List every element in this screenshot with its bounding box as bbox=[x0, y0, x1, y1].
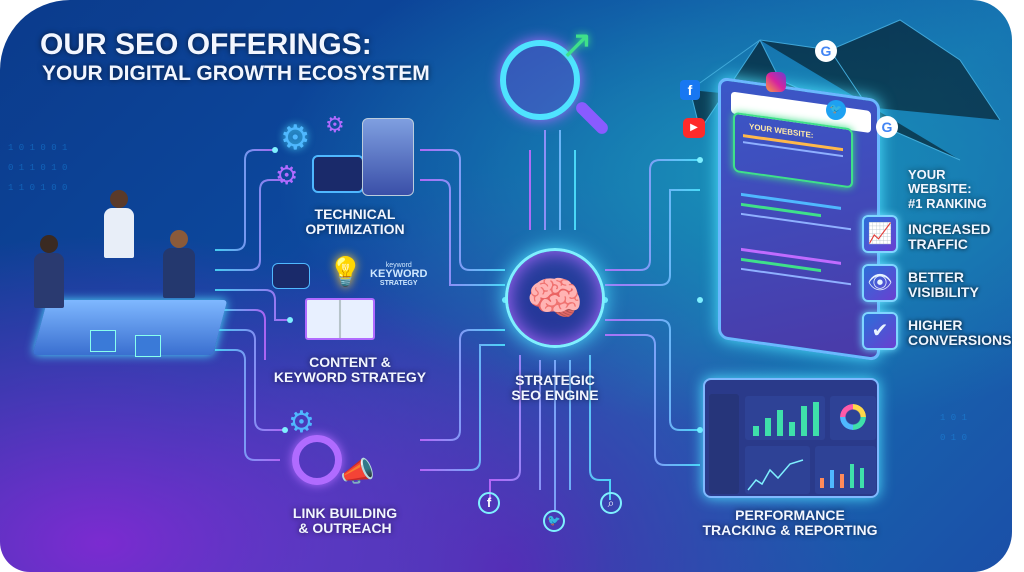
brain-icon: 🧠 bbox=[526, 272, 584, 324]
service-label-link-building: LINK BUILDING& OUTREACH bbox=[292, 505, 398, 537]
brain-engine-circle: 🧠 bbox=[505, 248, 605, 348]
text-window-icon bbox=[272, 263, 310, 289]
keyword-strategy-badge: keyword KEYWORD STRATEGY bbox=[370, 262, 428, 287]
website-ranking-heading: YOUR WEBSITE:#1 RANKING bbox=[908, 167, 987, 211]
svg-text:0 1 1 0 1 0: 0 1 1 0 1 0 bbox=[8, 163, 67, 173]
line-chart-widget bbox=[745, 446, 810, 494]
svg-text:0 1 0: 0 1 0 bbox=[940, 433, 967, 443]
twitter-icon: 🐦 bbox=[826, 100, 846, 120]
growth-arrow-icon: ↗ bbox=[560, 23, 594, 67]
google-icon: G bbox=[876, 116, 898, 138]
google-icon: G bbox=[815, 40, 837, 62]
server-icon bbox=[362, 118, 414, 196]
gear-icon: ⚙ bbox=[275, 160, 299, 190]
svg-text:1 1 0 1 0 0: 1 1 0 1 0 0 bbox=[8, 183, 67, 193]
gear-icon: ⚙ bbox=[325, 112, 345, 137]
gear-icon: ⚙ bbox=[280, 119, 311, 157]
facebook-icon: f bbox=[478, 492, 500, 514]
instagram-icon bbox=[766, 72, 786, 92]
engine-connector-lines bbox=[420, 130, 700, 510]
left-connector-lines bbox=[215, 149, 290, 461]
youtube-icon: ▶ bbox=[683, 118, 705, 138]
svg-text:1 0 1 0 0 1: 1 0 1 0 0 1 bbox=[8, 143, 67, 153]
analytics-dashboard bbox=[703, 378, 879, 498]
eye-icon: 👁 bbox=[862, 264, 898, 302]
service-label-content: CONTENT &KEYWORD STRATEGY bbox=[273, 354, 427, 386]
chain-link-icon bbox=[292, 435, 342, 485]
bar-chart-widget-2 bbox=[815, 446, 876, 494]
code-window-icon bbox=[312, 155, 364, 193]
title-line-2: YOUR DIGITAL GROWTH ECOSYSTEM bbox=[42, 62, 430, 85]
magnifier-growth-icon bbox=[500, 40, 580, 120]
dashboard-sidebar bbox=[709, 394, 739, 494]
twitter-icon: 🐦 bbox=[543, 510, 565, 532]
chart-growth-icon: 📈 bbox=[862, 215, 898, 253]
megaphone-icon: 📣 bbox=[340, 456, 375, 487]
title-line-1: OUR SEO OFFERINGS: bbox=[40, 28, 372, 61]
open-book-icon bbox=[305, 298, 375, 340]
website-mockup: YOUR WEBSITE: bbox=[718, 76, 880, 362]
svg-text:1 0 1: 1 0 1 bbox=[940, 413, 967, 423]
search-icon: ⌕ bbox=[600, 492, 622, 514]
hand-check-icon: ✔ bbox=[862, 312, 898, 350]
team-illustration bbox=[30, 190, 228, 420]
bar-chart-widget bbox=[745, 396, 825, 440]
binary-rain: 1 0 1 0 0 1 0 1 1 0 1 0 1 1 0 1 0 0 1 0 1 0 … bbox=[8, 143, 967, 443]
gear-icon: ⚙ bbox=[288, 406, 315, 439]
donut-chart-widget bbox=[830, 396, 876, 440]
facebook-icon: f bbox=[680, 80, 700, 100]
lightbulb-icon: 💡 bbox=[328, 256, 363, 287]
